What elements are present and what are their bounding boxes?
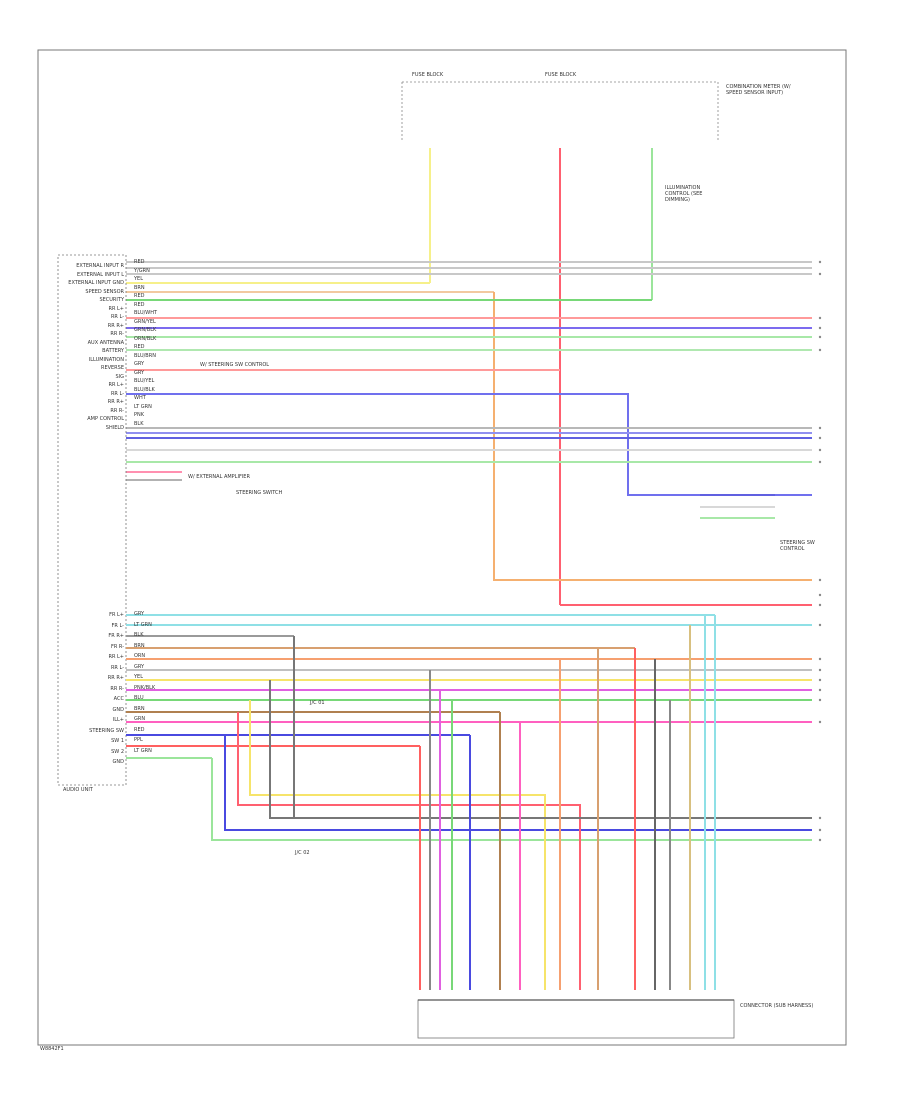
pin-label: RR L-	[110, 390, 124, 397]
top-connector-1-label: FUSE BLOCK	[412, 72, 444, 78]
wire-code: BRN	[134, 705, 145, 712]
pin-label: RR R+	[107, 322, 124, 329]
lower-wire-codes: GRY LT GRN BLK BRN ORN GRY YEL PNK/BLK B…	[134, 611, 174, 758]
wire-code: BLK	[134, 632, 144, 638]
wire-code: GRN/BLK	[134, 327, 157, 333]
pin-label: SW 2	[111, 748, 124, 755]
wire-code: BRN	[134, 642, 145, 649]
pin-label: FR R+	[108, 633, 124, 639]
pin-label: SPEED SENSOR	[85, 288, 124, 295]
pin-label: AMP CONTROL	[87, 416, 124, 422]
pin-label: FR R-	[110, 643, 124, 650]
steering-switch-connector	[700, 494, 775, 519]
pin-label: ILLUMINATION	[88, 356, 124, 363]
pin-label: EXTERNAL INPUT L	[76, 271, 124, 278]
pin-label: GND	[112, 759, 124, 765]
wire-code: LT GRN	[134, 621, 152, 628]
pin-label: ACC	[113, 696, 124, 702]
pin-label: EXTERNAL INPUT R	[76, 263, 124, 269]
audio-unit-label: AUDIO UNIT	[63, 787, 93, 793]
wire-code: PNK	[134, 412, 145, 418]
top-right-note: COMBINATION METER (W/ SPEED SENSOR INPUT…	[726, 84, 791, 96]
wire-code: YEL	[134, 674, 143, 680]
right-connector-label: STEERING SW CONTROL	[780, 540, 815, 552]
top-connector-2-label: FUSE BLOCK	[545, 72, 577, 78]
pin-label: RR R-	[110, 685, 124, 692]
wire-code: GRY	[134, 663, 145, 670]
audio-unit-body	[57, 254, 127, 786]
pin-label: GND	[112, 706, 124, 713]
pin-label: ILL+	[112, 717, 124, 723]
pin-label: SHIELD	[105, 424, 124, 431]
pin-label: RR L+	[108, 654, 124, 660]
wire-code: BRN	[134, 284, 145, 291]
wire-code: GRY	[134, 361, 145, 367]
wire-code: LT GRN	[134, 747, 152, 754]
wire-code: PPL	[134, 737, 143, 743]
wire-code: RED	[134, 726, 145, 733]
pin-label: RR L-	[110, 314, 124, 320]
pin-label: FR L+	[109, 612, 124, 618]
antenna-callout: W/ STEERING SW CONTROL	[200, 362, 270, 368]
wire-code: RED	[134, 293, 145, 299]
bottom-connector-label: CONNECTOR (SUB HARNESS)	[740, 1003, 814, 1009]
figure-code: W8842F1	[40, 1046, 64, 1052]
wire-code: WHT	[134, 395, 146, 401]
pin-label: RR L-	[110, 664, 124, 671]
wire-code: BLU/WHT	[134, 310, 158, 316]
pin-label: SIG	[115, 373, 124, 380]
pin-label: FR L-	[111, 622, 124, 629]
pin-label: STEERING SW	[89, 727, 124, 734]
wire-code: BLU/YEL	[134, 378, 155, 384]
right-terminal-markers	[818, 260, 822, 842]
top-component-block	[401, 81, 719, 140]
wire-code: YEL	[134, 276, 143, 282]
upper-wire-codes: RED Y/GRN YEL BRN RED RED BLU/WHT GRN/YE…	[134, 259, 174, 429]
wire-code: RED	[134, 259, 145, 265]
wire-code: BLU/BLK	[134, 386, 155, 393]
pin-label: RR R+	[107, 399, 124, 405]
pin-label: RR R-	[110, 407, 124, 414]
wire-code: ORN	[134, 653, 146, 659]
pin-label: AUX ANTENNA	[87, 339, 124, 346]
diagram-frame	[37, 49, 847, 1046]
lower-pin-list: FR L+ FR L- FR R+ FR R- RR L+ RR L- RR R…	[60, 612, 124, 770]
wire-code: GRN	[134, 716, 146, 722]
wire-code: BLU	[134, 695, 144, 701]
wire-code: GRY	[134, 611, 145, 617]
wire-code: GRY	[134, 369, 145, 376]
pin-label: RR L+	[108, 305, 124, 312]
pin-label: RR R+	[107, 675, 124, 681]
top-vertical-wires	[429, 148, 653, 605]
upper-wire-bundle	[126, 261, 812, 606]
wire-code: ORN/BLK	[134, 335, 157, 342]
steering-callout: STEERING SWITCH	[236, 490, 283, 496]
junction-2-label: J/C 02	[295, 850, 310, 856]
pin-label: BATTERY	[102, 348, 124, 354]
wire-code: BLU/BRN	[134, 352, 156, 359]
pin-label: SW 1	[111, 738, 124, 744]
pin-label: RR R-	[110, 331, 124, 337]
pin-label: EXTERNAL INPUT GND	[68, 280, 124, 286]
junction-1-label: J/C 01	[310, 700, 325, 706]
bottom-connector	[417, 999, 735, 1039]
pin-label: SECURITY	[99, 297, 124, 303]
wire-code: GRN/YEL	[134, 318, 156, 325]
wire-code: BLK	[134, 420, 144, 427]
wire-code: LT GRN	[134, 403, 152, 410]
amp-callout: W/ EXTERNAL AMPLIFIER	[188, 474, 250, 480]
wire-code: PNK/BLK	[134, 684, 156, 691]
wire-code: RED	[134, 344, 145, 350]
wire-code: Y/GRN	[134, 267, 150, 274]
pin-label: RR L+	[108, 382, 124, 388]
lower-wire-bundle	[126, 614, 812, 990]
pin-label: REVERSE	[100, 365, 124, 371]
upper-pin-list: EXTERNAL INPUT R EXTERNAL INPUT L EXTERN…	[60, 263, 124, 433]
wire-code: RED	[134, 301, 145, 308]
top-middle-note: ILLUMINATION CONTROL (SEE DIMMING)	[665, 185, 703, 203]
